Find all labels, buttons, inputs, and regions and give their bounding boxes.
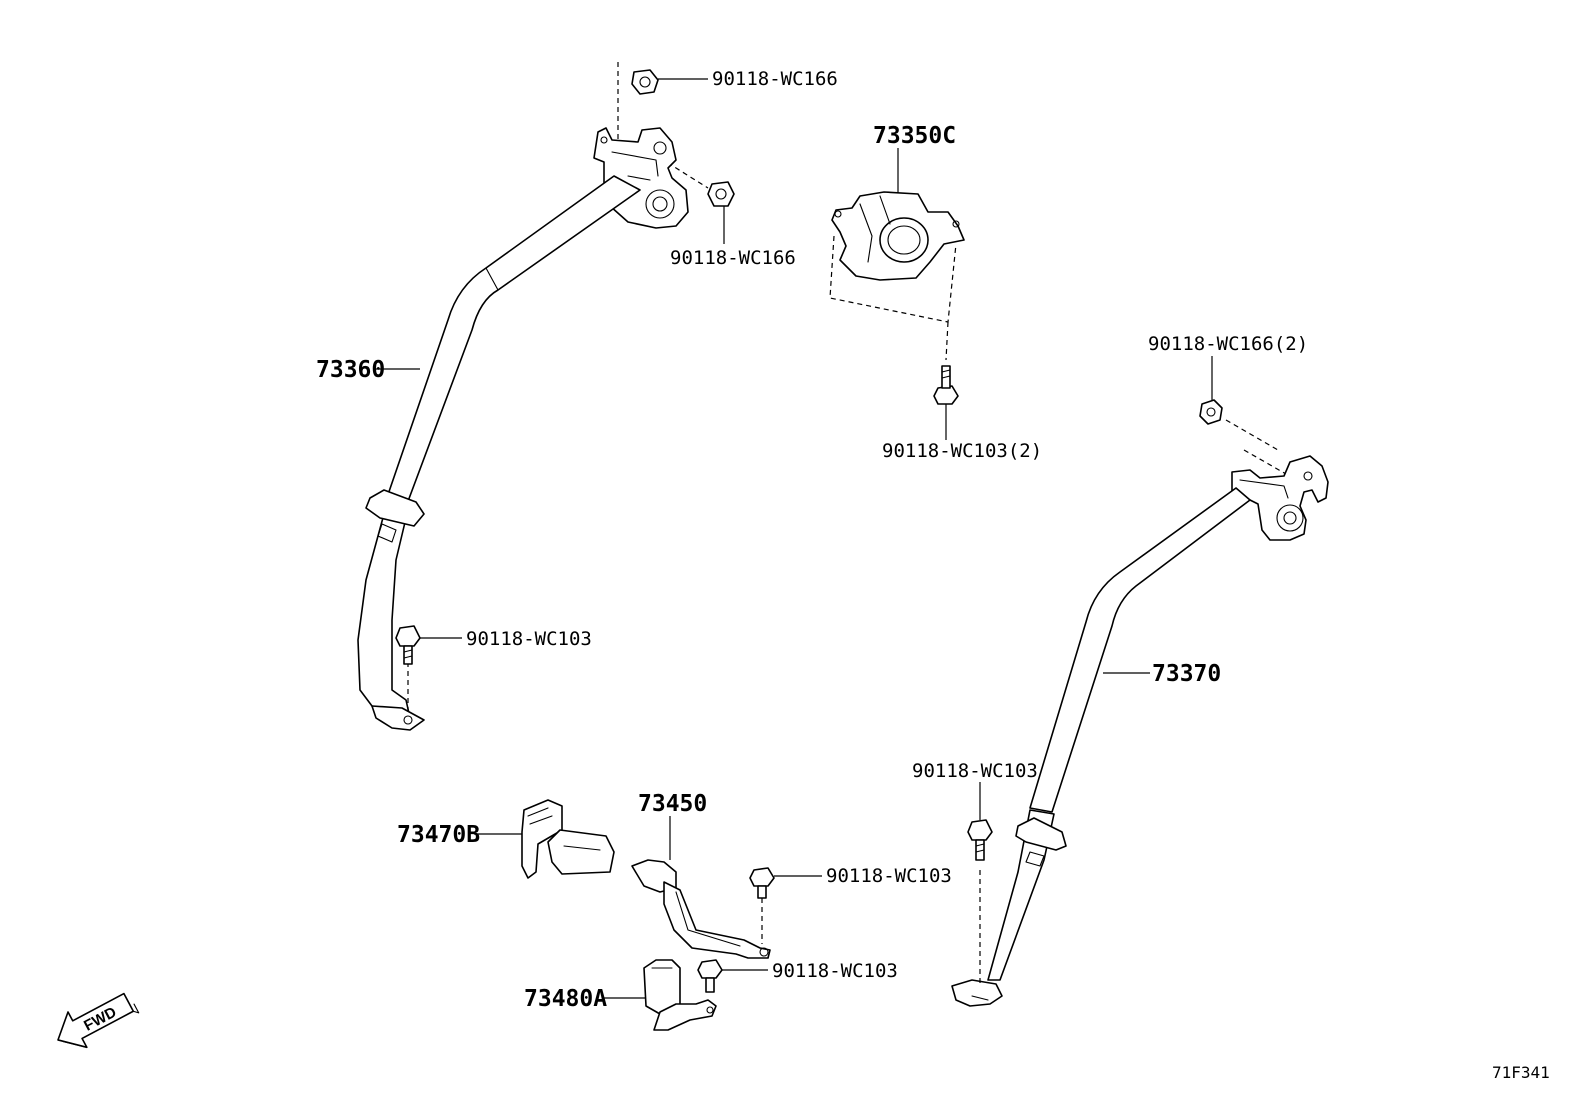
label-bolt-right: 90118-WC103 xyxy=(912,760,1038,782)
label-73370: 73370 xyxy=(1152,661,1221,687)
part-73360-left-seat-belt[interactable] xyxy=(357,62,709,731)
part-73480a-buckle[interactable] xyxy=(604,959,717,1031)
label-bolt-left: 90118-WC103 xyxy=(466,628,592,650)
part-73470b-buckle[interactable] xyxy=(474,799,615,879)
label-73450: 73450 xyxy=(638,791,707,817)
label-73470b: 73470B xyxy=(397,822,480,848)
bolt-90118-wc103-left[interactable] xyxy=(395,625,462,665)
bolt-90118-wc103-center[interactable] xyxy=(933,365,959,440)
label-bolt-73480: 90118-WC103 xyxy=(772,960,898,982)
part-73370-right-seat-belt[interactable] xyxy=(951,419,1329,1007)
label-73360: 73360 xyxy=(316,357,385,383)
label-nut-right: 90118-WC166(2) xyxy=(1148,333,1308,355)
fwd-arrow-icon: FWD xyxy=(57,992,140,1049)
label-nut-mid: 90118-WC166 xyxy=(670,247,796,269)
nut-90118-wc166-top[interactable] xyxy=(631,69,708,95)
label-73350c: 73350C xyxy=(873,123,956,149)
nut-90118-wc166-right[interactable] xyxy=(1199,356,1223,425)
bolt-90118-wc103-right[interactable] xyxy=(967,782,993,861)
label-bolt-center: 90118-WC103(2) xyxy=(882,440,1042,462)
nut-90118-wc166-mid[interactable] xyxy=(707,181,735,244)
label-73480a: 73480A xyxy=(524,986,607,1012)
part-73450-center-belt[interactable] xyxy=(631,816,771,959)
part-73350c-center-retractor[interactable] xyxy=(829,148,965,361)
diagram-code: 71F341 xyxy=(1492,1063,1550,1082)
bolt-90118-wc103-73450[interactable] xyxy=(749,867,822,899)
bolt-90118-wc103-73480[interactable] xyxy=(697,959,768,993)
label-bolt-73450: 90118-WC103 xyxy=(826,865,952,887)
label-nut-top: 90118-WC166 xyxy=(712,68,838,90)
